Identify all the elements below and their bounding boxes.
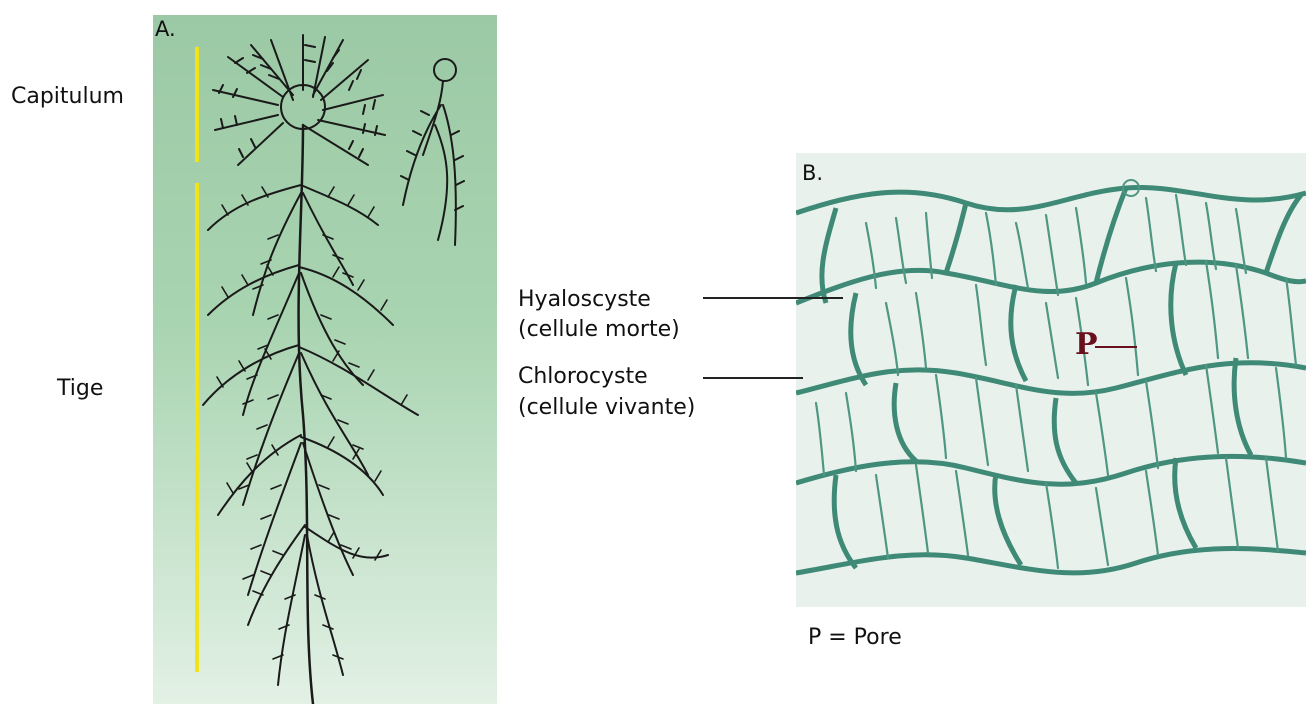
hyaloscyste-sublabel: (cellule morte)	[518, 316, 680, 344]
cell-micrograph: B.	[796, 153, 1306, 607]
capitulum-label: Capitulum	[11, 83, 124, 111]
pore-marker: P	[1075, 328, 1098, 362]
pore-marker-line	[1095, 346, 1137, 348]
micrograph-cells	[796, 153, 1306, 607]
moss-illustration	[153, 15, 497, 704]
hyaloscyste-leader-line	[703, 297, 843, 299]
chlorocyste-sublabel: (cellule vivante)	[518, 394, 695, 422]
panel-b-letter: B.	[802, 161, 823, 185]
sphagnum-plant-drawing: A.	[153, 15, 497, 704]
chlorocyste-leader-line	[703, 377, 803, 379]
hyaloscyste-label: Hyaloscyste	[518, 286, 651, 314]
tige-label: Tige	[57, 375, 103, 403]
pore-legend: P = Pore	[808, 624, 902, 652]
chlorocyste-label: Chlorocyste	[518, 363, 648, 391]
